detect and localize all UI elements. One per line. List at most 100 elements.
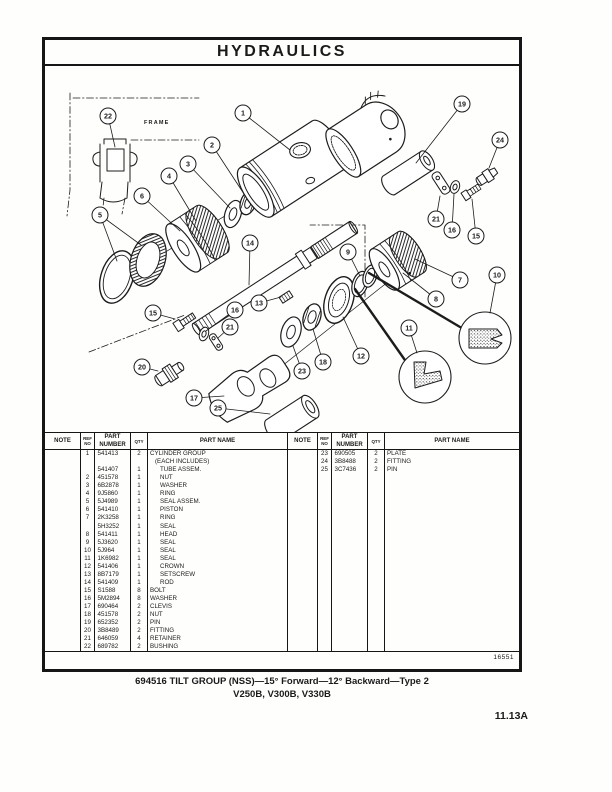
num-cell [332, 506, 367, 514]
name-cell: PIN [387, 466, 398, 474]
name-cell: HEAD [160, 530, 178, 538]
num-cell: S1588 [97, 586, 116, 594]
name-cell: SETSCREW [160, 570, 196, 578]
name-cell: SEAL ASSEM. [160, 498, 201, 506]
name-cell: SEAL [160, 522, 176, 530]
num-cell: 541410 [97, 506, 119, 514]
ref-cell [318, 587, 331, 595]
svg-text:19: 19 [458, 100, 466, 109]
ref-cell [318, 539, 331, 547]
name-cell [385, 506, 519, 514]
note-cell [288, 627, 317, 635]
num-cell: 541406 [97, 562, 119, 570]
qty-cell: 2 [374, 450, 378, 458]
svg-text:4: 4 [167, 172, 171, 181]
name-cell: WASHER [160, 482, 187, 490]
name-cell: BOLT [150, 586, 166, 594]
ref-cell [318, 531, 331, 539]
crown-ring [323, 276, 355, 324]
num-cell [332, 523, 367, 531]
note-cell [288, 571, 317, 579]
ref-cell [318, 555, 331, 563]
svg-text:23: 23 [298, 367, 306, 376]
name-cell: FITTING [150, 626, 175, 634]
name-cell [385, 474, 519, 482]
num-cell: 8B7179 [97, 570, 119, 578]
bushing [264, 394, 320, 432]
qty-cell: 1 [137, 538, 141, 546]
qty-cell [368, 547, 384, 555]
note-cell [45, 474, 80, 482]
ref-cell: 22 [84, 642, 91, 650]
ref-cell: 12 [84, 562, 91, 570]
seal-ring-outer [98, 250, 136, 304]
ref-cell: 2 [85, 474, 90, 482]
cylinder-clevis-end [325, 90, 406, 178]
callout-11: 11 [400, 319, 418, 337]
callout-13: 13 [250, 294, 268, 312]
note-cell [288, 619, 317, 627]
num-cell: 3B8489 [97, 626, 119, 634]
note-cell [288, 506, 317, 514]
note-cell [45, 531, 80, 539]
num-cell [332, 555, 367, 563]
qty-cell: 1 [137, 514, 141, 522]
qty-cell [368, 498, 384, 506]
name-cell [385, 595, 519, 603]
num-cell [332, 603, 367, 611]
svg-text:21: 21 [432, 215, 440, 224]
callout-25: 25 [209, 399, 227, 417]
callout-20: 20 [133, 358, 151, 376]
name-cell [385, 531, 519, 539]
mounting-pin [381, 150, 436, 196]
note-cell [45, 635, 80, 643]
qty-cell [368, 619, 384, 627]
col-qty: QTY [134, 438, 144, 444]
qty-cell: 2 [137, 610, 141, 618]
inset-leader-11 [353, 287, 409, 365]
note-cell [288, 587, 317, 595]
note-cell [288, 595, 317, 603]
note-cell [288, 498, 317, 506]
note-cell [288, 490, 317, 498]
name-cell [385, 539, 519, 547]
num-cell: 5J3620 [97, 538, 118, 546]
washer [223, 199, 243, 229]
name-cell [385, 619, 519, 627]
num-cell [332, 635, 367, 643]
rod-threaded-end [310, 220, 359, 259]
name-cell [385, 571, 519, 579]
leader-line-6 [141, 195, 181, 232]
name-cell: SEAL [160, 554, 176, 562]
callout-9: 9 [339, 243, 357, 261]
note-cell [288, 603, 317, 611]
svg-text:3: 3 [186, 160, 190, 169]
num-cell: 5J964 [97, 546, 115, 554]
qty-cell: 1 [137, 570, 141, 578]
ref-cell: 15 [84, 586, 91, 594]
ref-cell [318, 603, 331, 611]
num-cell: 3B8488 [334, 458, 356, 466]
name-cell: CYLINDER GROUP [150, 450, 206, 458]
callout-6: 6 [133, 187, 151, 205]
leader-line-1 [242, 112, 291, 151]
ref-cell: 19 [84, 618, 91, 626]
note-cell [45, 563, 80, 571]
rod-nut [302, 303, 322, 331]
note-cell [288, 482, 317, 490]
qty-cell: 1 [137, 506, 141, 514]
callout-14: 14 [241, 234, 259, 252]
name-cell [385, 498, 519, 506]
num-cell: 3C7436 [334, 466, 357, 474]
note-cell [45, 523, 80, 531]
note-cell [45, 571, 80, 579]
qty-cell: 2 [137, 450, 141, 458]
qty-cell [368, 595, 384, 603]
cylinder-tube [236, 119, 347, 218]
ref-cell [318, 514, 331, 522]
name-cell [385, 579, 519, 587]
grease-fitting [475, 167, 499, 186]
name-cell: WASHER [150, 594, 177, 602]
col-part-name: PART NAME [199, 438, 236, 445]
